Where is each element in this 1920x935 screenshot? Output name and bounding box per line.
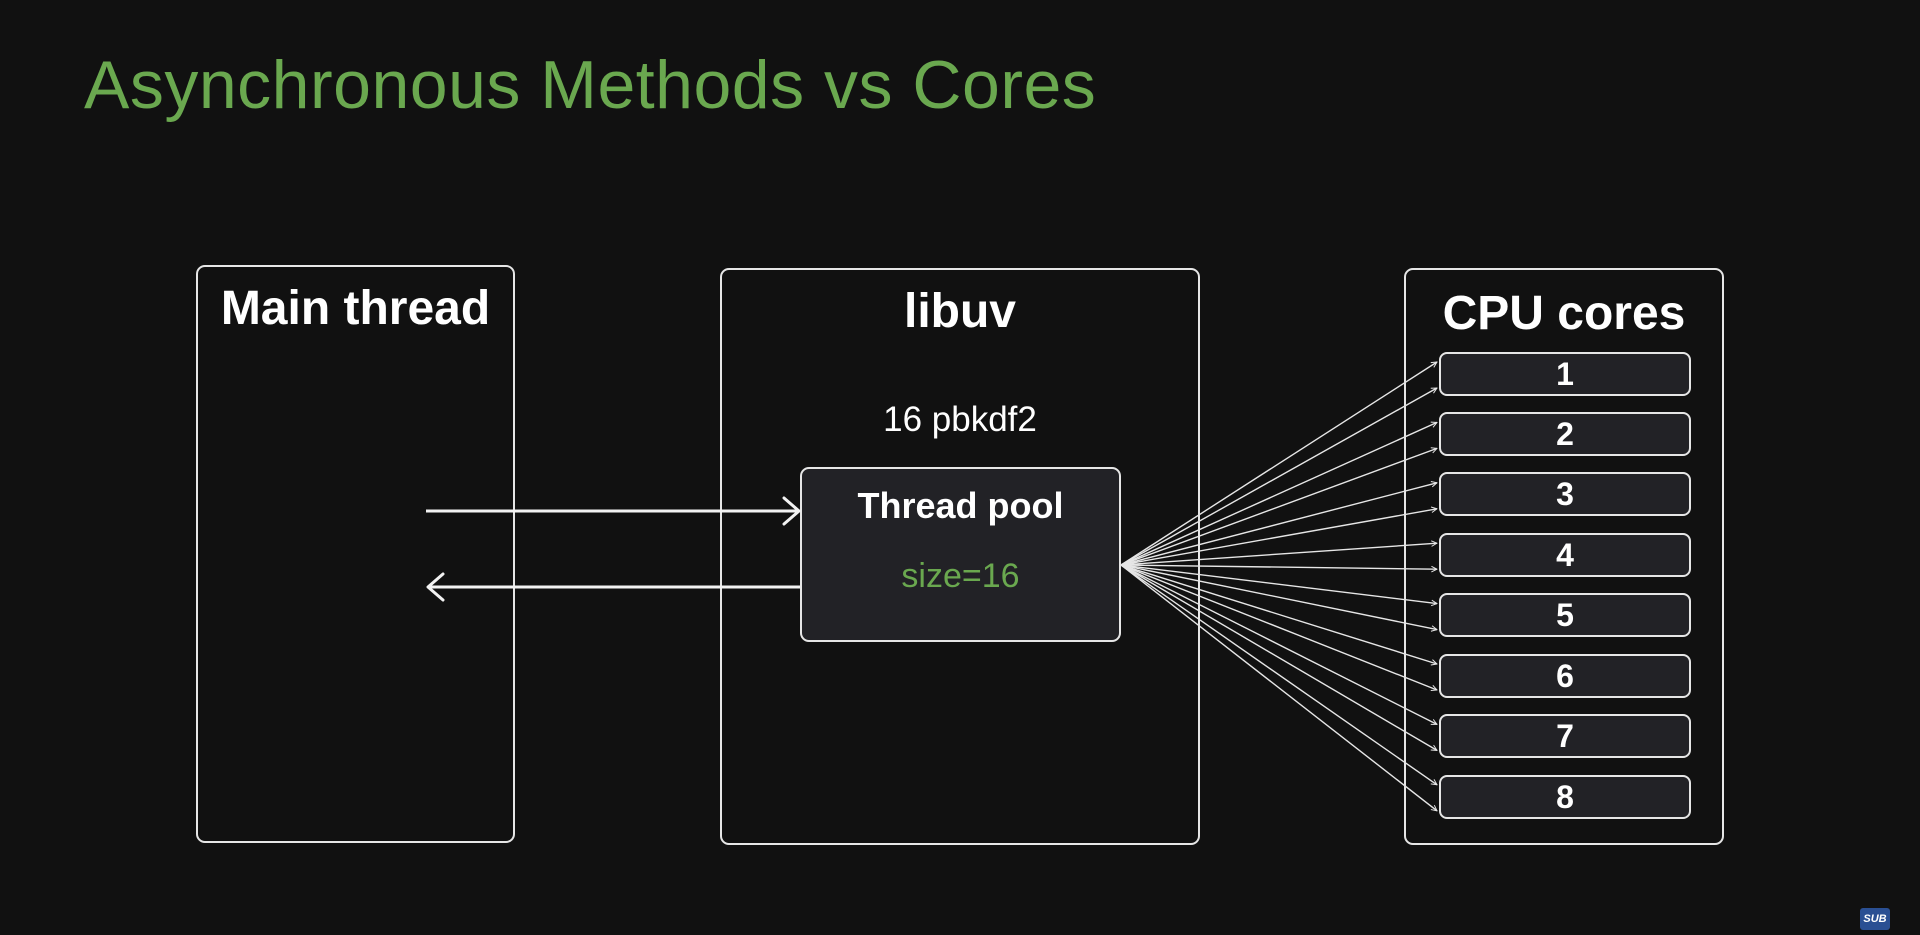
cpu-core-box: 6	[1439, 654, 1691, 698]
cpu-core-box: 3	[1439, 472, 1691, 516]
cpu-core-box: 2	[1439, 412, 1691, 456]
cpu-core-box: 8	[1439, 775, 1691, 819]
main-thread-panel: Main thread	[196, 265, 515, 843]
cpu-core-label: 5	[1556, 597, 1574, 633]
cpu-core-label: 7	[1556, 718, 1574, 754]
cpu-core-box: 5	[1439, 593, 1691, 637]
cpu-core-label: 1	[1556, 356, 1574, 392]
cpu-core-label: 4	[1556, 537, 1574, 573]
thread-pool-title: Thread pool	[857, 485, 1064, 526]
sub-badge: SUB	[1860, 908, 1890, 930]
cpu-core-box: 1	[1439, 352, 1691, 396]
cpu-core-box: 7	[1439, 714, 1691, 758]
thread-pool-size: size=16	[901, 557, 1020, 595]
slide-title: Asynchronous Methods vs Cores	[84, 47, 1097, 123]
cpu-core-label: 6	[1556, 658, 1574, 694]
cpu-cores-title: CPU cores	[1442, 287, 1686, 340]
main-thread-title: Main thread	[220, 282, 491, 335]
cpu-core-label: 2	[1556, 416, 1574, 452]
cpu-core-label: 8	[1556, 779, 1574, 815]
cpu-core-label: 3	[1556, 476, 1574, 512]
libuv-title: libuv	[903, 285, 1016, 338]
task-count-label: 16 pbkdf2	[883, 400, 1037, 439]
cpu-core-box: 4	[1439, 533, 1691, 577]
thread-pool-box: Thread pool size=16	[800, 467, 1121, 642]
